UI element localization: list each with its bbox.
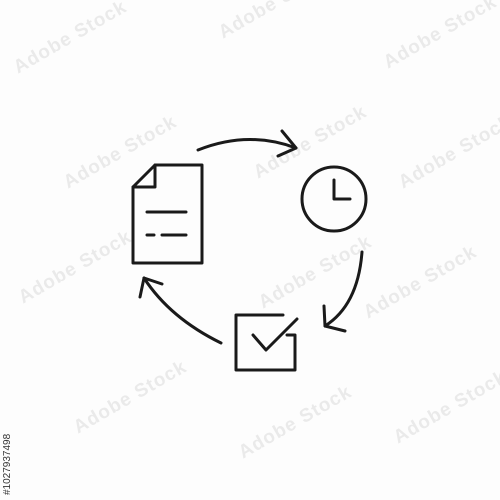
arrow-icon [196,129,298,158]
document-icon [131,163,204,265]
clock-icon [300,165,368,233]
arrow-icon [322,250,364,333]
checkbox-icon [234,313,299,372]
stock-id-label: #1027937498 [2,433,13,495]
arrow-icon [138,276,223,345]
